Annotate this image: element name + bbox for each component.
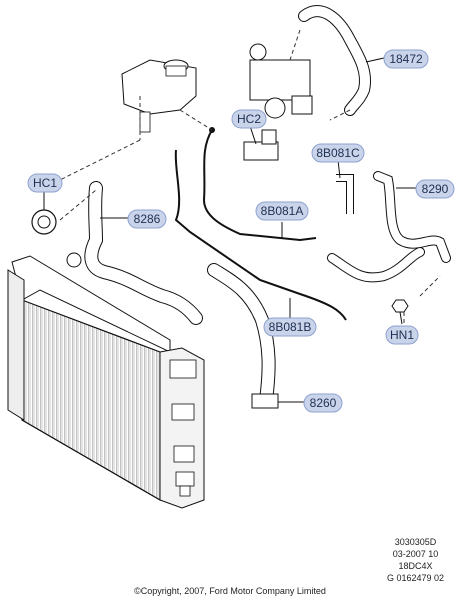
callout-8260-label: 8260 xyxy=(310,396,337,410)
callout-8b081a: 8B081A xyxy=(255,201,309,221)
callout-8286: 8286 xyxy=(127,209,167,229)
expansion-tank xyxy=(121,59,197,133)
callout-8260: 8260 xyxy=(303,393,343,413)
callout-hc2-label: HC2 xyxy=(237,112,261,126)
reference-date: 03-2007 10 xyxy=(392,549,439,559)
callout-8b081c-label: 8B081C xyxy=(316,146,360,160)
pipe-8b081a xyxy=(202,129,317,242)
callout-8290-label: 8290 xyxy=(422,182,449,196)
callout-8b081a-label: 8B081A xyxy=(261,204,304,218)
copyright-notice: ©Copyright, 2007, Ford Motor Company Lim… xyxy=(134,586,326,596)
reference-graphic-id: G 0162479 02 xyxy=(386,573,444,583)
callout-8b081c: 8B081C xyxy=(311,143,365,163)
radiator xyxy=(7,255,205,509)
hose-clip-hc1 xyxy=(31,209,57,235)
callout-18472: 18472 xyxy=(383,49,429,69)
dashed-leader-lines xyxy=(59,29,441,330)
pipe-8b081b xyxy=(174,149,347,321)
reference-block: 3030305D 03-2007 10 18DC4X G 0162479 02 xyxy=(387,536,444,584)
callout-8b081b-label: 8B081B xyxy=(269,320,312,334)
reference-code: 3030305D xyxy=(394,537,437,547)
callout-hn1-label: HN1 xyxy=(390,328,414,342)
thermostat-housing xyxy=(209,127,279,161)
egr-cooler xyxy=(249,43,313,119)
reference-model: 18DC4X xyxy=(398,561,433,571)
nut-hn1 xyxy=(391,299,409,313)
callout-8286-label: 8286 xyxy=(134,212,161,226)
callout-hc1-label: HC1 xyxy=(33,176,57,190)
callout-8b081b: 8B081B xyxy=(263,317,317,337)
callout-hn1: HN1 xyxy=(385,325,419,345)
callout-leaders xyxy=(43,57,420,403)
callout-hc1: HC1 xyxy=(27,173,63,193)
callout-8290: 8290 xyxy=(415,179,455,199)
callout-18472-label: 18472 xyxy=(389,52,423,66)
callout-hc2: HC2 xyxy=(231,109,267,129)
